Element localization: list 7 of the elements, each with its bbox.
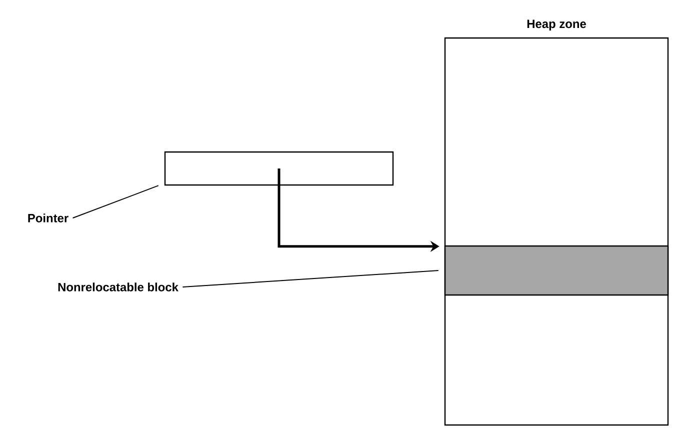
leader-line (182, 270, 439, 288)
pointer-box (164, 151, 394, 186)
label-text: Pointer (28, 214, 68, 222)
block-box (444, 245, 669, 296)
node-label: Heap zone (527, 20, 586, 30)
leader-line (72, 185, 159, 218)
label-text: Nonrelocatable block (58, 282, 178, 292)
